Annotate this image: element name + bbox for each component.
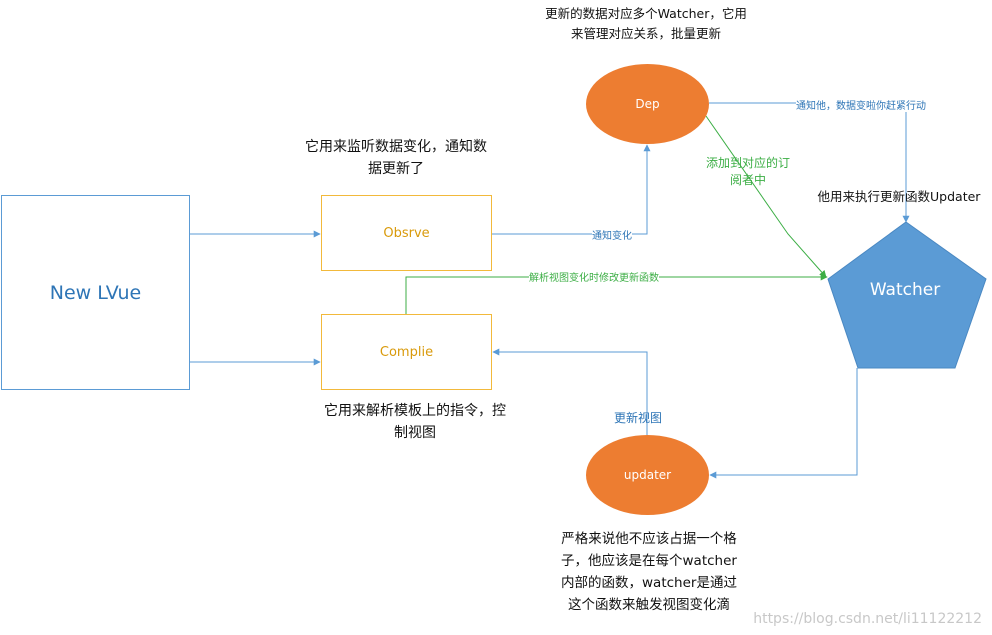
edge-observe-dep <box>492 144 651 235</box>
observe-note: 它用来监听数据变化，通知数据更新了 <box>305 139 487 177</box>
edge-dep-watcher-subscribe <box>705 115 827 278</box>
edge-label-watcher-dep: 添加到对应的订阅者中 <box>705 156 790 187</box>
updater-note: 严格来说他不应该占据一个格子，他应该是在每个watcher内部的函数，watch… <box>561 531 737 613</box>
updater-circle: updater <box>586 435 709 515</box>
complie-box: Complie <box>321 314 492 390</box>
complie-label: Complie <box>379 344 434 360</box>
complie-note: 它用来解析模板上的指令，控制视图 <box>324 403 506 441</box>
edge-label-complie-watcher: 解析视图变化时修改更新函数 <box>529 269 659 284</box>
edge-label-updater-complie: 更新视图 <box>614 411 663 425</box>
dep-label: Dep <box>635 97 660 111</box>
watcher-label: Watcher <box>869 280 941 300</box>
edge-label-observe-dep: 通知变化 <box>592 227 632 242</box>
updater-label: updater <box>623 468 672 482</box>
edge-complie-watcher <box>405 273 828 314</box>
new-lvue-box: New LVue <box>1 195 190 390</box>
edge-label-dep-watcher: 通知他，数据变啦你赶紧行动 <box>796 97 926 112</box>
observe-label: Obsrve <box>383 225 430 241</box>
watcher-shape <box>827 221 987 369</box>
dep-note: 更新的数据对应多个Watcher，它用来管理对应关系，批量更新 <box>545 6 747 41</box>
watcher-note: 他用来执行更新函数Updater <box>817 189 981 204</box>
watermark: https://blog.csdn.net/li11122212 <box>753 611 982 627</box>
dep-circle: Dep <box>586 64 709 144</box>
new-lvue-label: New LVue <box>49 281 142 304</box>
edge-updater-complie <box>492 348 648 435</box>
observe-box: Obsrve <box>321 195 492 271</box>
edge-watcher-updater <box>709 368 858 479</box>
